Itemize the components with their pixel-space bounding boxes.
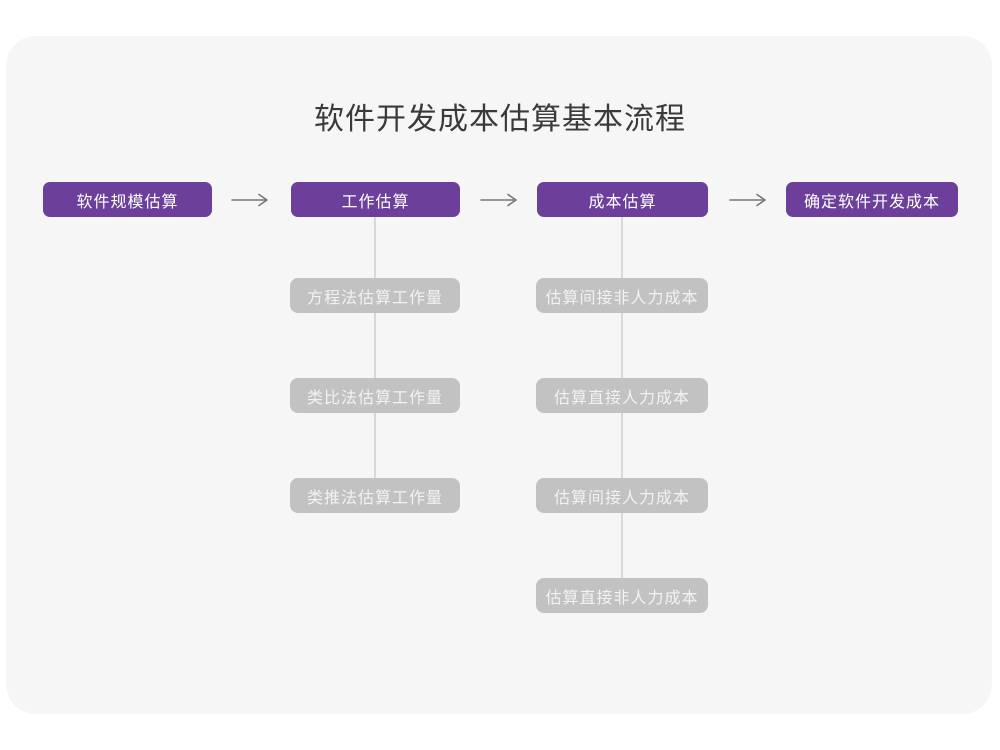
substep-extrapolation-method-effort: 类推法估算工作量 <box>290 478 460 513</box>
stage-determine-software-development-cost: 确定软件开发成本 <box>786 182 958 217</box>
substep-equation-method-effort: 方程法估算工作量 <box>290 278 460 313</box>
arrow-right-icon <box>230 193 270 207</box>
diagram-title: 软件开发成本估算基本流程 <box>314 103 686 136</box>
arrow-right-icon <box>728 193 768 207</box>
stage-work-estimation: 工作估算 <box>291 182 460 217</box>
substep-direct-non-labor-cost: 估算直接非人力成本 <box>536 578 708 613</box>
diagram-card <box>6 36 992 714</box>
work-estimation-connector-line <box>374 217 376 485</box>
substep-indirect-labor-cost: 估算间接人力成本 <box>536 478 708 513</box>
substep-analogy-method-effort: 类比法估算工作量 <box>290 378 460 413</box>
substep-indirect-non-labor-cost: 估算间接非人力成本 <box>536 278 708 313</box>
stage-cost-estimation: 成本估算 <box>537 182 708 217</box>
arrow-right-icon <box>479 193 519 207</box>
substep-direct-labor-cost: 估算直接人力成本 <box>536 378 708 413</box>
stage-software-scale-estimation: 软件规模估算 <box>43 182 212 217</box>
